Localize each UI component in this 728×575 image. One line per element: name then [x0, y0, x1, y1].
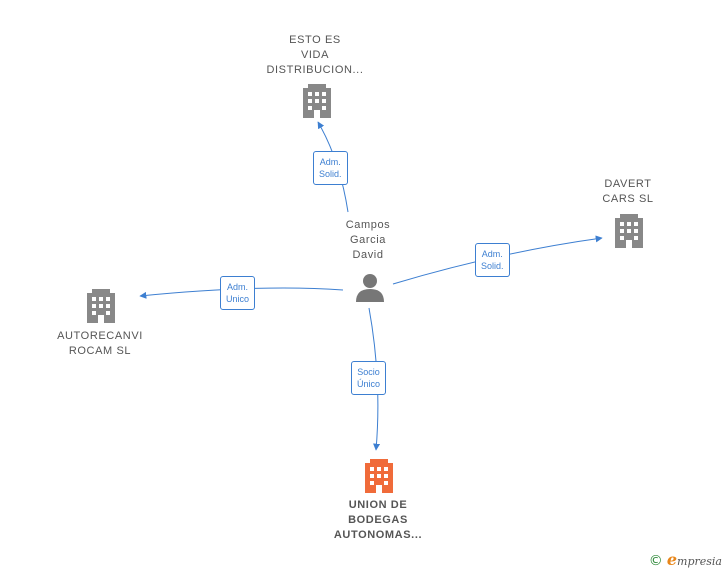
relation-label-autorecanvi: Adm. Unico: [220, 276, 256, 310]
footer-brand: © empresia: [649, 550, 722, 569]
relation-label-union: Socio Único: [351, 361, 387, 395]
brand-logo-initial: e: [666, 550, 678, 569]
person-icon[interactable]: [356, 274, 384, 302]
person-label[interactable]: Campos Garcia David: [345, 219, 391, 261]
building-icon[interactable]: [615, 214, 643, 248]
company-label-esto[interactable]: ESTO ES VIDA DISTRIBUCION...: [266, 34, 364, 76]
building-icon[interactable]: [303, 84, 331, 118]
relation-label-davert: Adm. Solid.: [475, 243, 510, 277]
building-icon-highlight[interactable]: [365, 459, 393, 493]
company-label-davert[interactable]: DAVERT CARS SL: [602, 178, 654, 205]
relation-label-esto: Adm. Solid.: [313, 151, 348, 185]
copyright-icon: ©: [648, 553, 663, 569]
company-label-autorecanvi[interactable]: AUTORECANVI ROCAM SL: [57, 330, 143, 357]
building-icon[interactable]: [87, 289, 115, 323]
brand-logo-text: mpresia: [677, 555, 722, 568]
company-label-union[interactable]: UNION DE BODEGAS AUTONOMAS...: [333, 499, 423, 541]
